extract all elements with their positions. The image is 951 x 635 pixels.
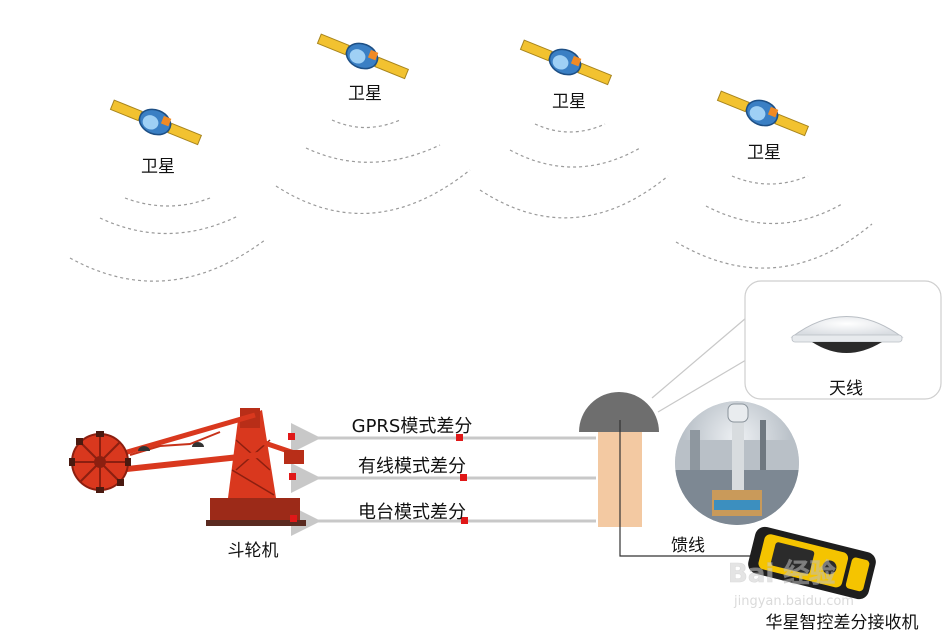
feeder-cable	[619, 420, 752, 557]
signal-waves-2	[275, 119, 471, 214]
feeder-label: 馈线	[671, 536, 705, 556]
satellite-label-3: 卫星	[552, 92, 586, 112]
signal-waves-1	[69, 197, 266, 282]
link-label-gprs: GPRS模式差分	[352, 416, 473, 437]
satellite-1	[109, 99, 203, 146]
receiver-label: 华星智控差分接收机	[766, 613, 919, 633]
satellite-label-2: 卫星	[348, 84, 382, 104]
antenna-label: 天线	[829, 379, 863, 399]
antenna-dome-icon	[790, 316, 904, 353]
satellite-2	[316, 33, 410, 80]
receiver-device	[748, 526, 876, 600]
bucket-wheel-machine	[69, 408, 306, 526]
site-photo	[675, 401, 799, 525]
machine-label: 斗轮机	[228, 541, 279, 561]
link-wired	[291, 463, 596, 493]
satellite-label-1: 卫星	[141, 157, 175, 177]
satellite-label-4: 卫星	[747, 143, 781, 163]
link-radio	[291, 506, 596, 536]
satellite-4	[716, 90, 810, 137]
watermark-url: jingyan.baidu.com	[733, 594, 854, 609]
signal-waves-4	[675, 175, 873, 269]
link-label-radio: 电台模式差分	[358, 502, 466, 523]
watermark-logo: Bai 经验	[728, 558, 835, 589]
callout-line-top	[651, 317, 747, 399]
mast-dome	[579, 392, 659, 432]
callout-line-bottom	[657, 359, 747, 413]
satellite-3	[519, 39, 613, 86]
baidu-watermark: Bai 经验 jingyan.baidu.com	[728, 558, 854, 609]
signal-waves-3	[479, 123, 669, 219]
link-label-wired: 有线模式差分	[358, 456, 466, 477]
link-gprs	[291, 423, 596, 453]
